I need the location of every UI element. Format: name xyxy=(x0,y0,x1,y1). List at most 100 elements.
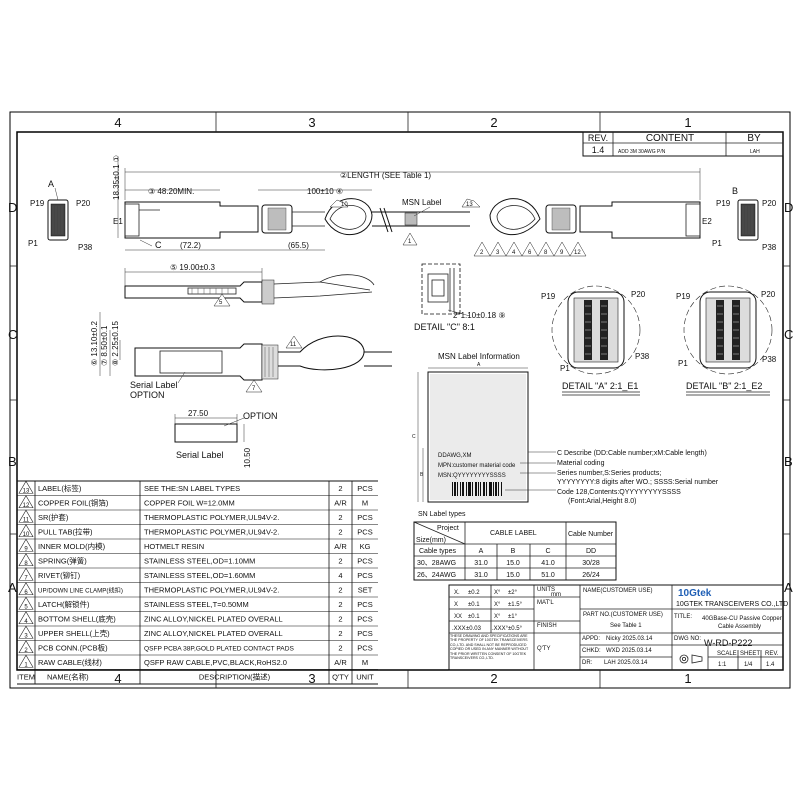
msn-note-1: C Describe (DD:Cable number;xM:Cable len… xyxy=(557,450,707,457)
bom-header-qty: Q'TY xyxy=(332,673,349,682)
dim-19-00: ⑤ 19.00±0.3 xyxy=(170,263,215,272)
detail-b: P19 P20 P1 P38 DETAIL "B" 2:1_E2 xyxy=(676,285,777,396)
bom-qty: 2 xyxy=(338,528,342,537)
zone-right-a: A xyxy=(784,580,793,595)
projection-symbol-icon xyxy=(679,654,703,664)
sn-cable-types: Cable types xyxy=(419,548,456,555)
balloon-2: 2 xyxy=(480,250,484,256)
bom-description: THERMOPLASTIC POLYMER,UL94V-2. xyxy=(144,528,279,537)
top-view-assembly: A P19 P20 P1 P38 E1 C 10 MSN Label 1 xyxy=(28,155,777,257)
bom-description: THERMOPLASTIC POLYMER,UL94V-2. xyxy=(144,513,279,522)
bom-unit: PCS xyxy=(357,484,372,493)
tb-sheet-value: 1/4 xyxy=(744,662,753,668)
sn-row1-b: 15.0 xyxy=(506,560,520,567)
sn-cable-label: CABLE LABEL xyxy=(490,530,537,537)
bom-qty: A/R xyxy=(334,499,347,508)
tb-mm: mm xyxy=(551,592,561,598)
bom-item-balloon xyxy=(18,524,34,538)
balloons-right-group: 2 3 4 6 8 9 12 xyxy=(473,241,587,257)
zone-bottom-2: 2 xyxy=(490,671,497,686)
bom-name: RIVET(铆钉) xyxy=(38,570,81,580)
tol-r1-c1: X. xyxy=(454,590,460,596)
sn-row2-a: 31.0 xyxy=(474,572,488,579)
msn-note-5: Code 128,Contents:QYYYYYYYYSSSS xyxy=(557,489,681,496)
bom-description: SEE THE:SN LABEL TYPES xyxy=(144,484,240,493)
tol-r4-c1: .XXX xyxy=(452,626,466,632)
bom-description: HOTMELT RESIN xyxy=(144,542,204,551)
bom-item-balloon xyxy=(18,495,34,509)
bom-item-number: 6 xyxy=(24,590,28,596)
sn-label-types: SN Label types Project Size(mm) CABLE LA… xyxy=(413,511,617,581)
msn-line3: MSN:QYYYYYYYYSSSS xyxy=(438,473,506,479)
bom-item-balloon xyxy=(18,654,34,668)
bom-unit: SET xyxy=(358,586,373,595)
content-header: CONTENT xyxy=(646,133,694,144)
bom-unit: PCS xyxy=(357,571,372,580)
content-value: ADD 3M 30AWG P/N xyxy=(618,149,666,155)
tol-r1-c3: X° xyxy=(494,590,501,596)
tb-disclaimer: THESE DRAWING AND SPECIFICATIONS ARE THE… xyxy=(450,634,529,661)
tol-r2-c4: ±1.5° xyxy=(508,602,523,608)
dim-length: ②LENGTH (SEE Table 1) xyxy=(340,171,431,180)
serial-dim-h: 10.50 xyxy=(243,447,252,468)
zone-bottom-3: 3 xyxy=(308,671,315,686)
dim-48-20: ③ 48.20MIN. xyxy=(148,187,194,196)
zone-ticks xyxy=(10,112,790,688)
bom-item-balloon xyxy=(18,596,34,610)
tb-title-label: TITLE: xyxy=(674,614,692,620)
sn-col-c: C xyxy=(545,548,550,555)
tb-rev-value: 1.4 xyxy=(766,662,775,668)
zone-right-b: B xyxy=(784,454,793,469)
detail-a-p20: P20 xyxy=(631,290,646,299)
label-b: B xyxy=(732,186,738,196)
tol-r2-c3: X° xyxy=(494,602,501,608)
title-block: X. ±0.2 X° ±2° X ±0.1 X° ±1.5° XX ±0.1 X… xyxy=(448,584,788,671)
bom-item-balloon xyxy=(18,509,34,523)
tol-r1-c2: ±0.2 xyxy=(468,590,480,596)
sn-row1-type: 30、28AWG xyxy=(417,560,456,567)
bom-unit: PCS xyxy=(357,615,372,624)
company-logo: 10Gtek xyxy=(678,588,712,599)
bom-unit: M xyxy=(362,499,368,508)
tb-partno-value: See Table 1 xyxy=(610,623,642,629)
msn-dim-b: B xyxy=(420,472,424,478)
dim-8-50: ⑦ 8.50±0.1 xyxy=(100,325,109,366)
msn-line1: DDAWG,XM xyxy=(438,453,471,459)
label-p19-right: P19 xyxy=(716,199,731,208)
tol-r3-c3: X° xyxy=(494,614,501,620)
bom-name: LATCH(解锁件) xyxy=(38,599,90,609)
bom-qty: 2 xyxy=(338,586,342,595)
sn-col-b: B xyxy=(511,548,516,555)
zone-bottom-4: 4 xyxy=(114,671,121,686)
balloon-10: 10 xyxy=(341,202,348,208)
tb-chkd-value: WXD 2025.03.14 xyxy=(606,648,652,654)
bom-qty: 2 xyxy=(338,615,342,624)
label-p38-right: P38 xyxy=(762,243,777,252)
tb-scale-value: 1:1 xyxy=(718,662,727,668)
serial-dim-w: 27.50 xyxy=(188,409,209,418)
bom-qty: 2 xyxy=(338,557,342,566)
tol-r4-c2: ±0.03 xyxy=(466,626,482,632)
bom-name: RAW CABLE(线材) xyxy=(38,657,102,667)
tb-partno-label: PART NO.(CUSTOMER USE) xyxy=(583,612,663,618)
bom-header-name: NAME(名称) xyxy=(47,672,89,682)
balloon-12: 12 xyxy=(574,250,581,256)
tol-r4-c4: ±0.5° xyxy=(508,626,523,632)
zone-top-1: 1 xyxy=(684,115,691,130)
balloon-11: 11 xyxy=(290,342,297,348)
bom-item-number: 8 xyxy=(24,561,28,567)
msn-note-2: Material coding xyxy=(557,460,605,467)
bom-unit: KG xyxy=(360,542,371,551)
zone-left-c: C xyxy=(8,327,17,342)
bom-name: SPRING(弹簧) xyxy=(38,556,87,566)
bom-name: UPPER SHELL(上壳) xyxy=(38,628,110,638)
balloon-6: 6 xyxy=(528,250,532,256)
bom-description: STAINLESS STEEL,OD=1.60MM xyxy=(144,571,255,580)
tol-r1-c4: ±2° xyxy=(508,590,518,596)
bom-item-balloon xyxy=(18,640,34,654)
tb-appd-label: APPD: xyxy=(582,636,600,642)
tb-units: UNITS xyxy=(537,587,555,593)
bom-name: INNER MOLD(内模) xyxy=(38,541,106,551)
bom-unit: PCS xyxy=(357,528,372,537)
